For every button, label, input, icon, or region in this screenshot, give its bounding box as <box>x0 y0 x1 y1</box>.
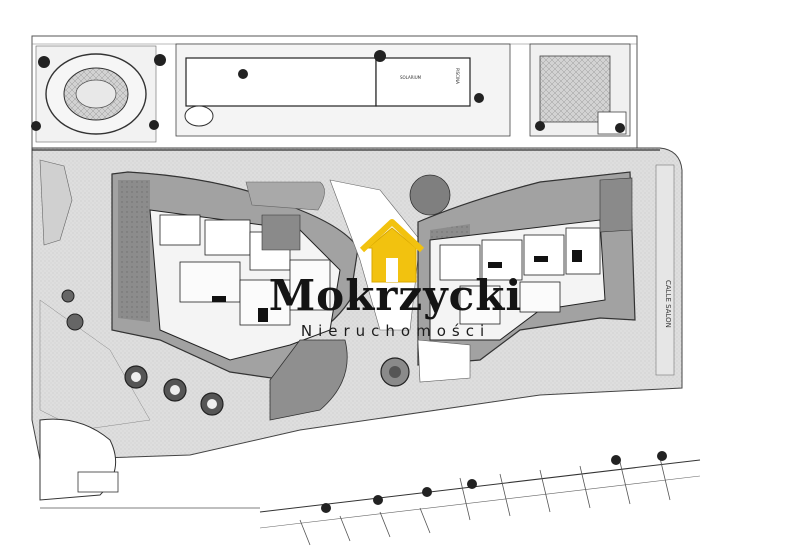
watermark-house-icon <box>359 219 425 283</box>
watermark-subtitle: Nieruchomości <box>300 322 491 340</box>
palm-trees <box>31 50 667 513</box>
lower-road-parking <box>39 418 701 546</box>
pool-label-piscina: PISCINA <box>455 68 460 84</box>
watermark-title: Mokrzycki <box>268 271 523 320</box>
pool-label-solarium: SOLARIUM <box>400 75 422 80</box>
west-building <box>111 171 359 421</box>
top-amenity-strip <box>31 35 638 149</box>
east-building <box>417 171 636 383</box>
round-planters <box>61 289 224 416</box>
